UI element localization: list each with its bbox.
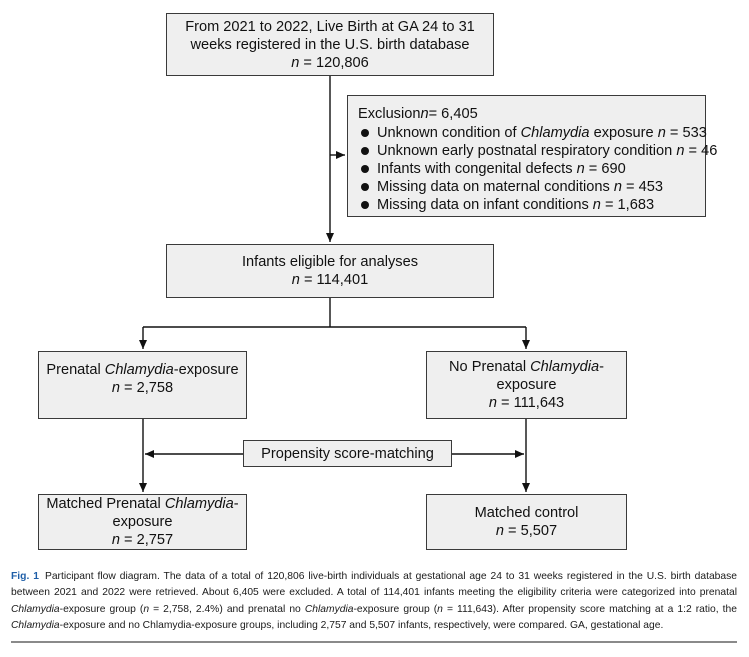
bullet-icon: [361, 147, 369, 155]
no-prenatal-count: n = 111,643: [488, 395, 565, 411]
exclusion-title: Exclusion n = 6,405: [358, 106, 478, 122]
matched-prenatal-count: n = 2,757: [111, 532, 174, 548]
bullet-icon: [361, 201, 369, 209]
no-prenatal-label-2: exposure: [496, 377, 557, 393]
matched-control-label: Matched control: [474, 505, 579, 521]
bottom-divider: [11, 641, 737, 643]
flow-arrows: [139, 76, 530, 492]
prenatal-label: Prenatal Chlamydia-exposure: [46, 362, 239, 378]
source-population-box: From 2021 to 2022, Live Birth at GA 24 t…: [166, 13, 494, 76]
exclusion-item: Missing data on infant conditions n = 1,…: [358, 196, 705, 214]
matched-prenatal-label-1: Matched Prenatal Chlamydia-: [46, 496, 239, 512]
source-count: n = 120,806: [291, 54, 369, 71]
matched-control-box: Matched control n = 5,507: [426, 494, 627, 550]
bullet-icon: [361, 183, 369, 191]
exclusion-item: Unknown condition of Chlamydia exposure …: [358, 124, 707, 142]
exclusion-item: Missing data on maternal conditions n = …: [358, 178, 705, 196]
exclusion-box: Exclusion n = 6,405 Unknown condition of…: [347, 95, 717, 217]
exclusion-item: Infants with congenital defects n = 690: [358, 160, 705, 178]
matched-control-count: n = 5,507: [495, 523, 558, 539]
eligible-count: n = 114,401: [291, 272, 369, 288]
bullet-icon: [361, 165, 369, 173]
prenatal-count: n = 2,758: [111, 380, 174, 396]
flow-diagram: From 2021 to 2022, Live Birth at GA 24 t…: [38, 13, 717, 550]
no-prenatal-exposure-box: No Prenatal Chlamydia- exposure n = 111,…: [426, 351, 627, 419]
psm-label: Propensity score-matching: [261, 445, 434, 462]
figure-label: Fig. 1: [11, 571, 39, 582]
propensity-matching-box: Propensity score-matching: [243, 440, 452, 467]
source-line-1: From 2021 to 2022, Live Birth at GA 24 t…: [185, 18, 475, 35]
prenatal-exposure-box: Prenatal Chlamydia-exposure n = 2,758: [38, 351, 247, 419]
eligible-box: Infants eligible for analyses n = 114,40…: [166, 244, 494, 298]
eligible-label: Infants eligible for analyses: [241, 254, 419, 270]
exclusion-item: Unknown early postnatal respiratory cond…: [358, 142, 717, 160]
no-prenatal-label-1: No Prenatal Chlamydia-: [449, 359, 604, 375]
bullet-icon: [361, 129, 369, 137]
source-line-2: weeks registered in the U.S. birth datab…: [190, 36, 470, 53]
matched-prenatal-label-2: exposure: [112, 514, 173, 530]
matched-prenatal-box: Matched Prenatal Chlamydia- exposure n =…: [38, 494, 247, 550]
